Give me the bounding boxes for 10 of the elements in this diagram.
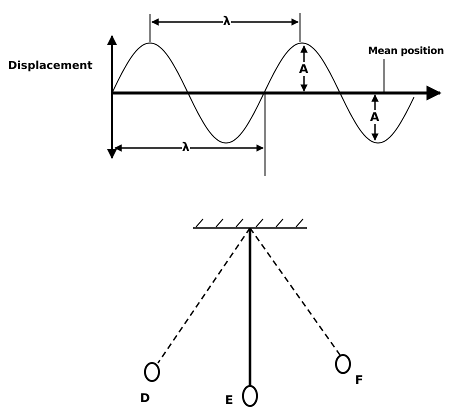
wavelength-label: λ: [182, 140, 190, 154]
axis-label: Mean position: [368, 46, 444, 58]
amplitude-label: A: [299, 62, 308, 76]
axis-arrow: [112, 86, 442, 100]
amplitude-label: A: [370, 110, 380, 124]
axis-label: Displacement: [8, 59, 93, 73]
bob-label: F: [355, 373, 364, 387]
bob-label: D: [140, 391, 150, 405]
bob-label: E: [225, 393, 234, 407]
wavelength-label: λ: [223, 14, 231, 28]
